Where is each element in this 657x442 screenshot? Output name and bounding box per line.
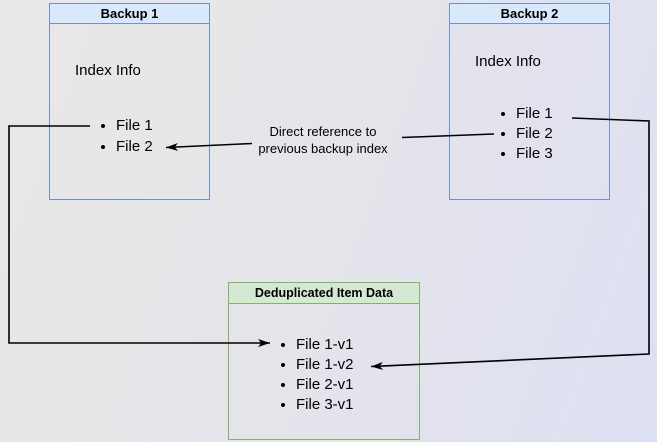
deduplicated-item-data-title: Deduplicated Item Data: [254, 286, 394, 300]
backup-2-header: Backup 2: [450, 4, 609, 24]
dedup-file-2-v1: File 2-v1: [296, 375, 354, 395]
backup-1-box: Backup 1: [49, 3, 210, 200]
dedup-file-1-v2: File 1-v2: [296, 355, 354, 375]
dedup-file-3-v1: File 3-v1: [296, 395, 354, 415]
backup-1-title: Backup 1: [100, 6, 159, 21]
backup-1-file-1: File 1: [116, 115, 153, 136]
deduplicated-file-list: File 1-v1 File 1-v2 File 2-v1 File 3-v1: [280, 335, 354, 415]
deduplicated-item-data-header: Deduplicated Item Data: [229, 283, 419, 304]
backup-2-file-3: File 3: [516, 144, 553, 164]
dedup-file-1-v1: File 1-v1: [296, 335, 354, 355]
backup-1-file-2: File 2: [116, 136, 153, 157]
backup-1-file-list: File 1 File 2: [100, 115, 153, 157]
annotation-line-1: Direct reference to: [269, 124, 377, 139]
backup-1-header: Backup 1: [50, 4, 209, 24]
backup-2-file-list: File 1 File 2 File 3: [500, 104, 553, 164]
backup-2-box: Backup 2: [449, 3, 610, 200]
annotation-line-2: previous backup index: [258, 141, 388, 156]
backup-2-file-2: File 2: [516, 124, 553, 144]
backup-2-file-1: File 1: [516, 104, 553, 124]
backup-2-index-info-label: Index Info: [475, 53, 541, 70]
direct-reference-annotation: Direct reference to previous backup inde…: [232, 123, 414, 157]
backup-2-title: Backup 2: [500, 6, 559, 21]
backup-1-index-info-label: Index Info: [75, 62, 141, 79]
